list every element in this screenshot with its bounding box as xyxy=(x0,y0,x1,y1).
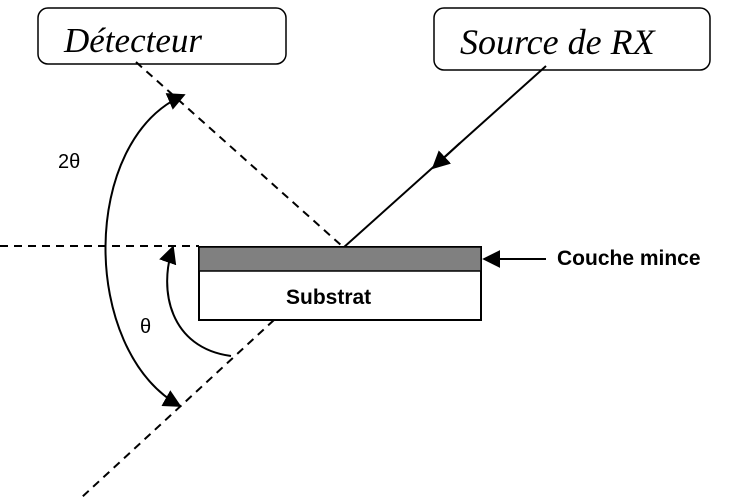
diffracted-beam-line xyxy=(135,61,343,247)
two-theta-label: 2θ xyxy=(58,151,80,173)
detector-label-box: Détecteur xyxy=(37,7,287,65)
source-label-box: Source de RX xyxy=(433,7,711,71)
theta-arc xyxy=(159,245,232,357)
two-theta-arc xyxy=(104,93,186,407)
detector-label: Détecteur xyxy=(63,21,202,60)
sample: Substrat xyxy=(198,246,482,321)
incident-beam-arrow-icon xyxy=(431,142,461,170)
thin-layer xyxy=(198,246,482,272)
substrate-label: Substrat xyxy=(286,286,371,309)
theta-label: θ xyxy=(140,316,151,338)
incident-beam-extension-line xyxy=(81,319,275,497)
source-label: Source de RX xyxy=(460,22,657,62)
thin-layer-label: Couche mince xyxy=(557,247,701,270)
